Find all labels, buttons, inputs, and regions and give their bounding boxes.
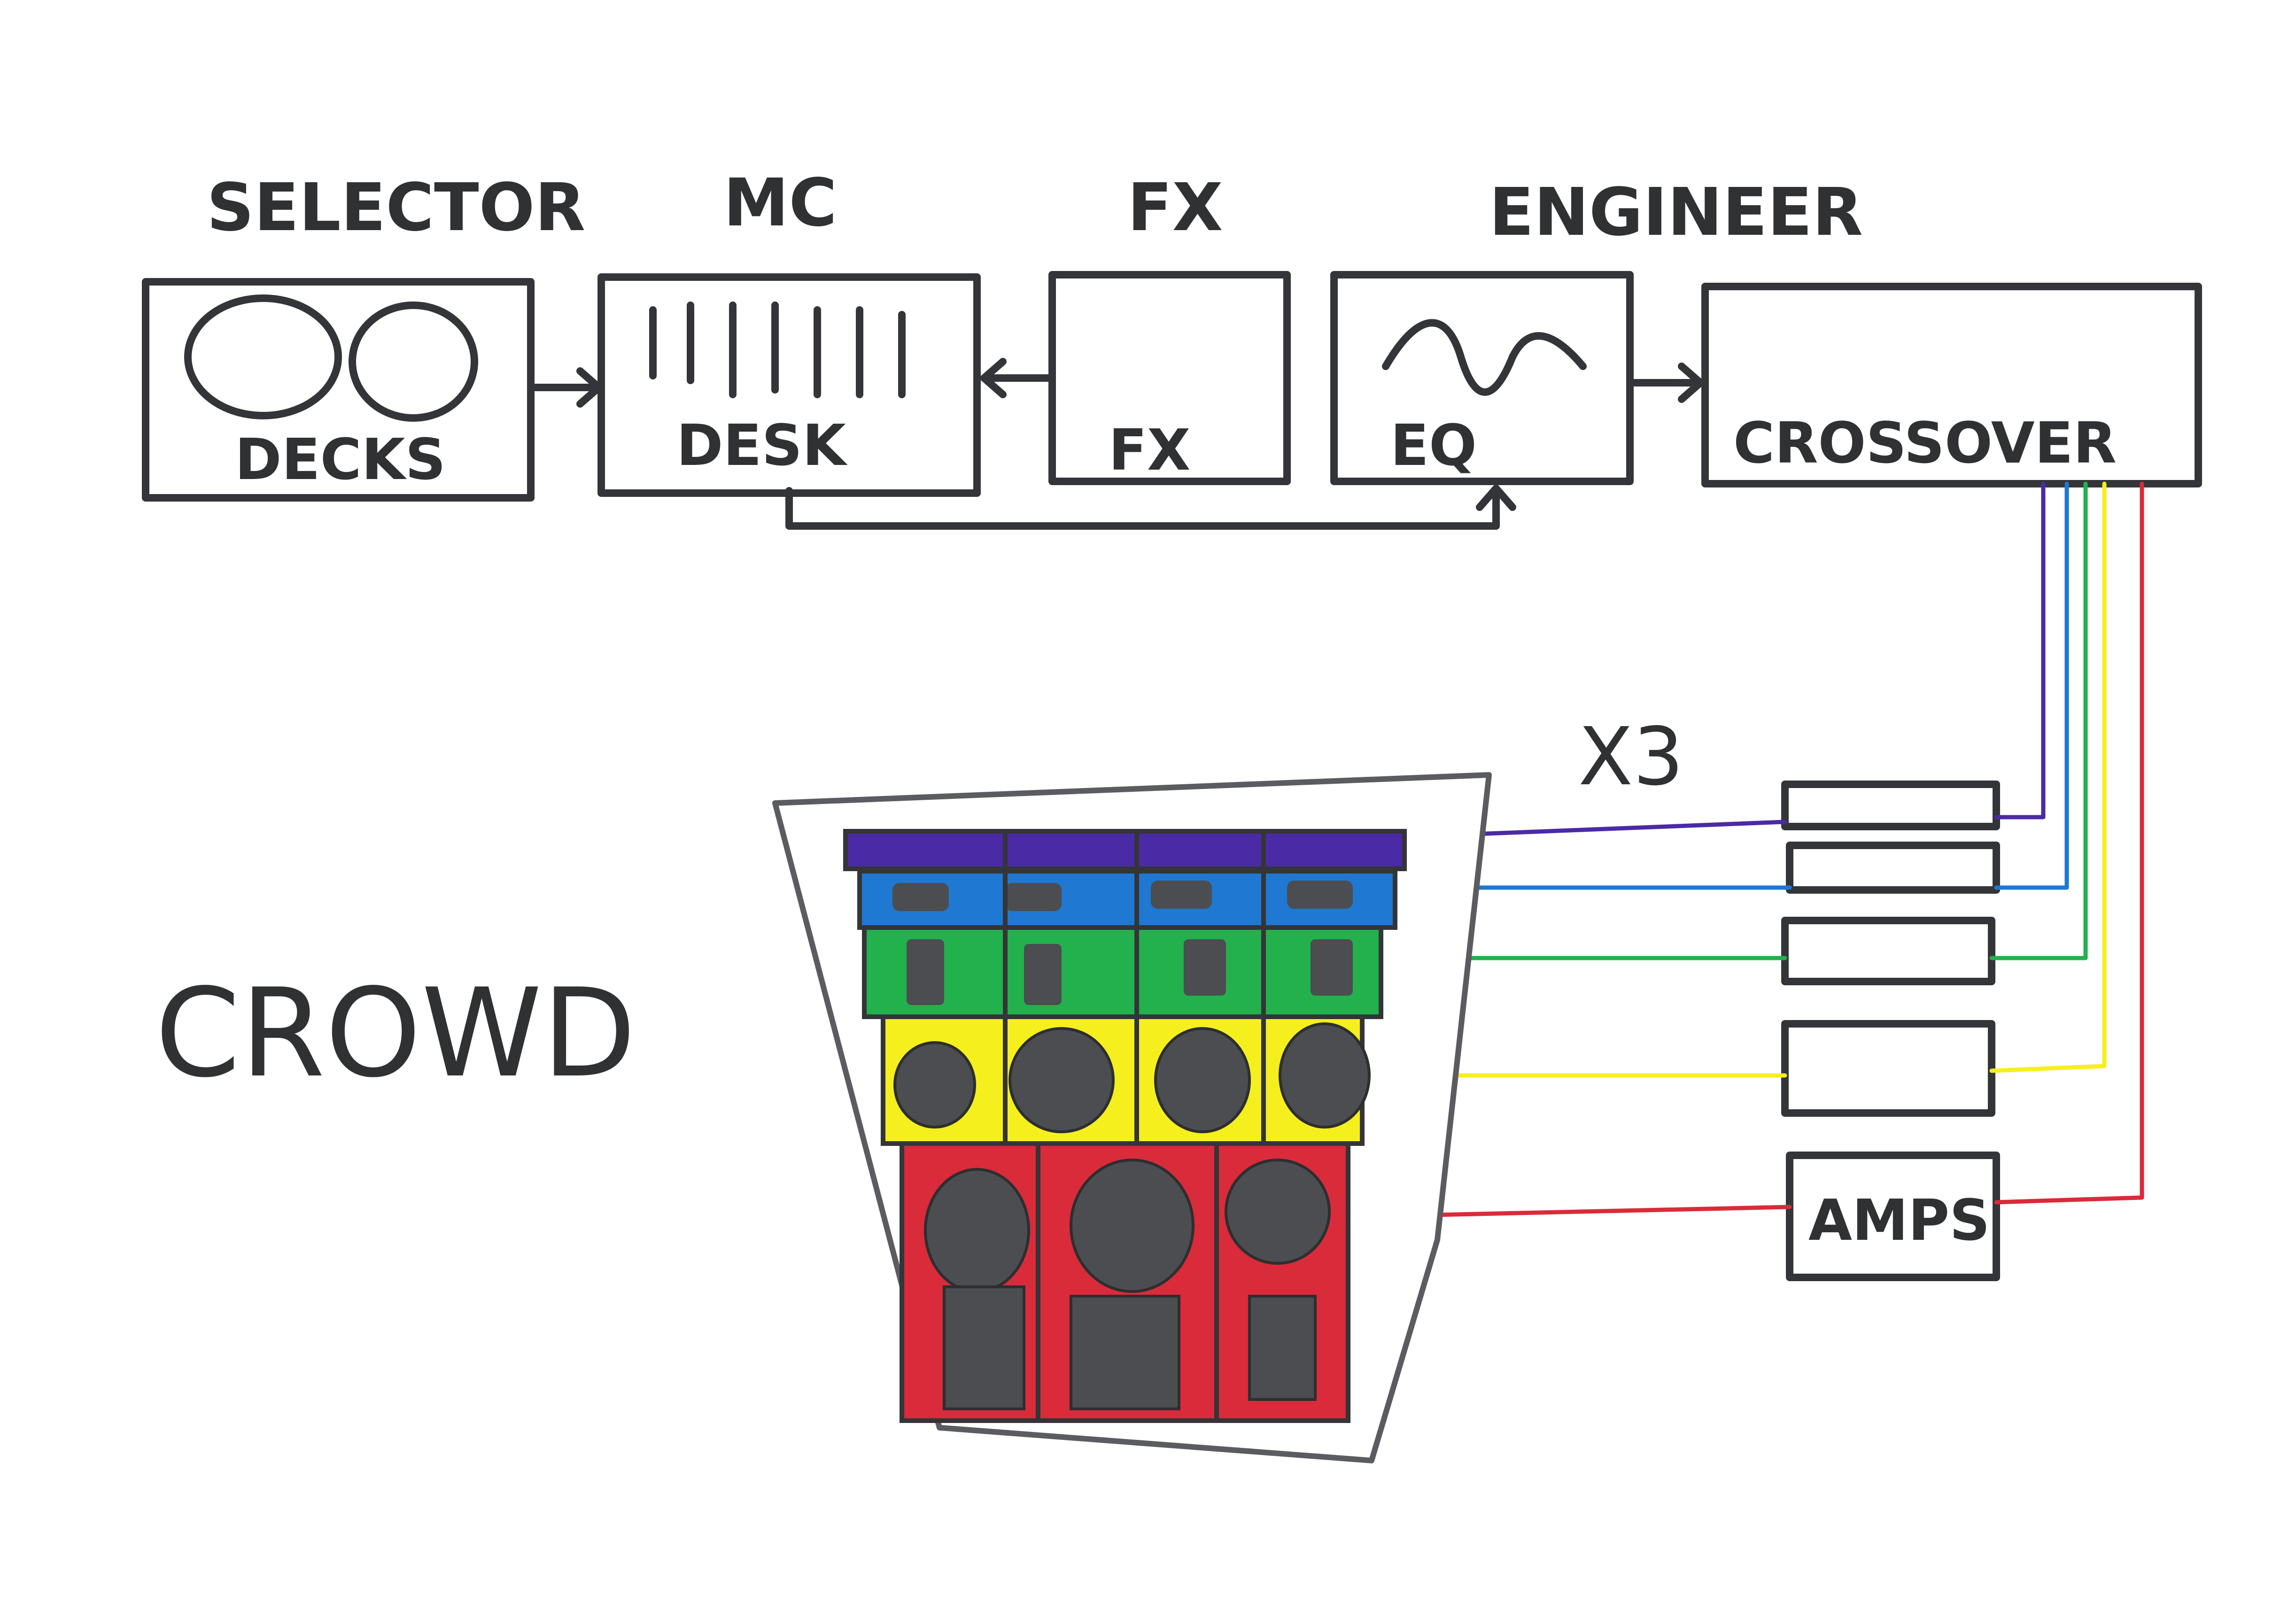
amps-label: AMPS (1808, 1188, 1990, 1253)
desk-box: DESK (597, 273, 981, 497)
multiplier-label: X3 (1578, 711, 1684, 804)
turntable-icon (349, 302, 478, 422)
crossover-box: CROSSOVER (1701, 283, 2202, 487)
decks-label: DECKS (235, 427, 446, 493)
fx-label: FX (1109, 418, 1191, 483)
role-engineer: ENGINEER (1489, 174, 1863, 251)
decks-box: DECKS (142, 278, 535, 502)
eq-curve-icon (1382, 319, 1587, 396)
amp-unit (1781, 781, 2000, 830)
band-signal-lines (1369, 481, 2144, 1237)
eq-box: EQ (1330, 271, 1634, 485)
turntable-icon (184, 294, 342, 419)
role-mc: MC (723, 165, 837, 241)
amp-stack: AMPS (1781, 781, 2000, 1281)
amp-unit (1781, 1020, 1995, 1117)
band-green (862, 925, 1383, 1019)
signal-arrows (532, 358, 1704, 530)
crossover-label: CROSSOVER (1733, 411, 2117, 476)
role-fx: FX (1127, 170, 1223, 246)
fader-icons (649, 302, 906, 398)
crowd-label: CROWD (155, 963, 636, 1105)
band-purple (843, 829, 1407, 871)
amp-unit (1786, 842, 2000, 894)
desk-label: DESK (676, 413, 848, 479)
role-selector: SELECTOR (207, 170, 585, 246)
eq-label: EQ (1390, 413, 1477, 479)
amp-unit (1786, 1152, 2000, 1281)
amp-unit (1781, 917, 1995, 985)
fx-box: FX (1048, 271, 1291, 485)
speaker-stack (772, 772, 1492, 1463)
